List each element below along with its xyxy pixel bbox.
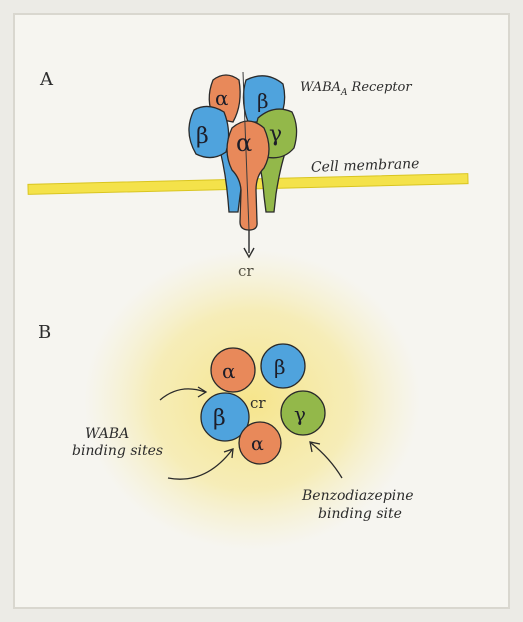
beta-symbol-b-top: β [274,355,286,379]
gamma-symbol-right: γ [269,122,282,147]
gamma-symbol-b-right: γ [294,402,306,426]
alpha-symbol-center: α [236,129,252,157]
benzodiazepine-label-line2: binding site [318,506,402,522]
alpha-symbol-top-left: α [215,86,229,110]
alpha-symbol-b-bottom: α [251,433,264,455]
gaba-sites-label-line1: WABA [85,426,129,442]
gaba-sites-label-line2: binding sites [72,443,163,459]
ion-label-b-center: cr [250,394,266,412]
panel-a-label: A [39,69,54,90]
benzodiazepine-label-line1: Benzodiazepine [301,488,414,504]
receptor-label-main: WABA [300,80,341,95]
panel-b-label: B [38,322,51,343]
receptor-label-subscript: A [340,88,348,98]
alpha-symbol-b-top: α [222,359,236,383]
receptor-label-rest: Receptor [351,80,413,95]
beta-symbol-top-right: β [257,89,269,113]
beta-subunit-left [189,106,229,157]
beta-symbol-left: β [196,124,209,149]
beta-symbol-b-left: β [213,406,226,431]
